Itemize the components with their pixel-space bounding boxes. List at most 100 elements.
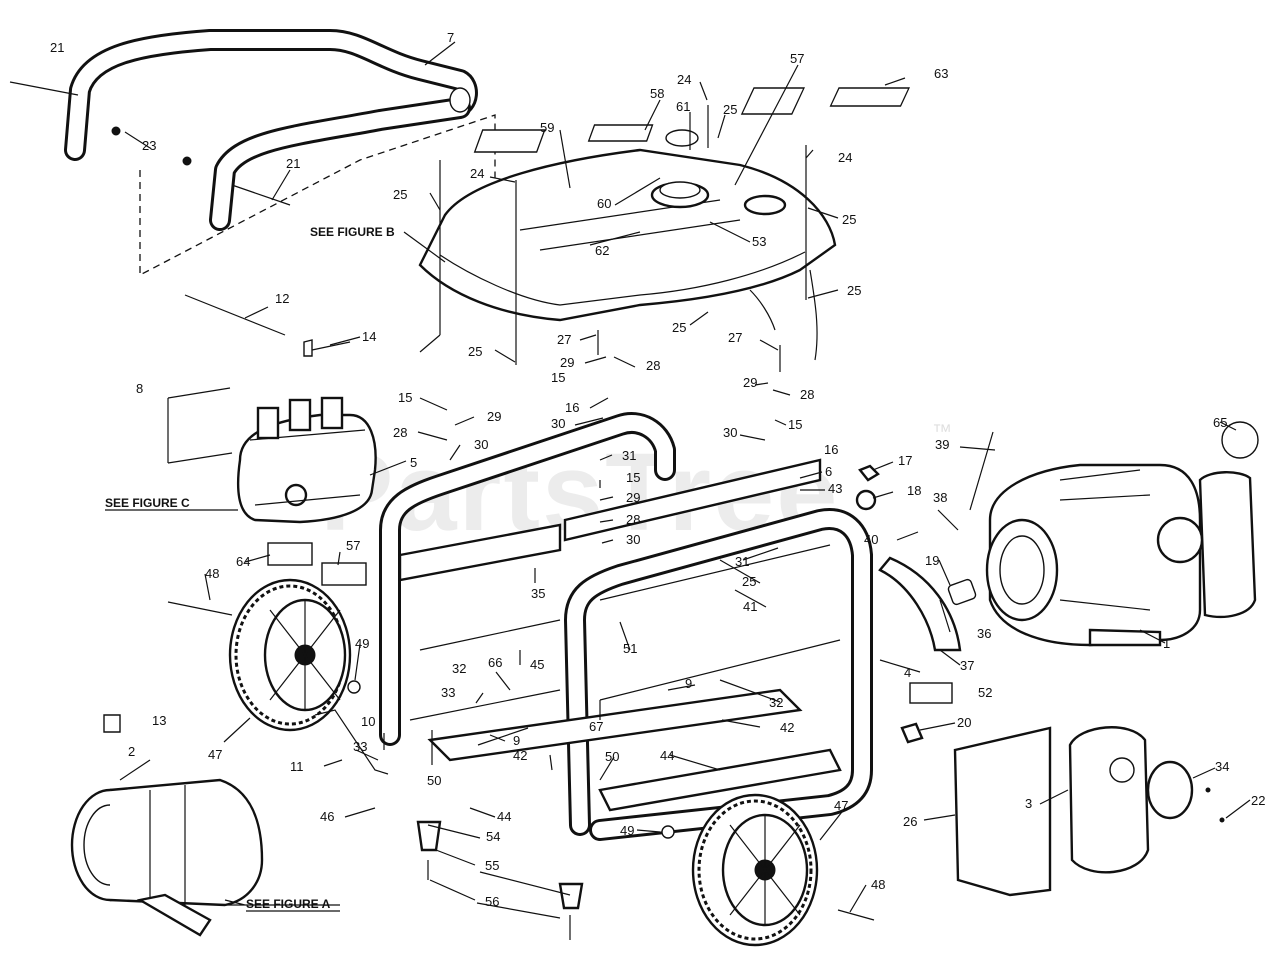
callout-33: 33: [441, 685, 455, 700]
callout-40: 40: [864, 532, 878, 547]
label-59: [473, 129, 546, 153]
callout-66: 66: [488, 655, 502, 670]
axle-bolt-48-left: [167, 601, 233, 616]
callout-2: 2: [128, 744, 135, 759]
see-figure-b-leader: [403, 231, 446, 263]
label-64: [267, 542, 313, 566]
see-figure-c: SEE FIGURE C: [105, 496, 190, 510]
callout-14: 14: [362, 329, 376, 344]
part-17: [858, 464, 880, 482]
screw-34-a: [1205, 787, 1211, 793]
rod-12: [184, 294, 286, 336]
callout-57: 57: [346, 538, 360, 553]
callout-60: 60: [597, 196, 611, 211]
callout-56: 56: [485, 894, 499, 909]
callout-32: 32: [769, 695, 783, 710]
wheel-right-part: [691, 793, 819, 947]
callout-34: 34: [1215, 759, 1229, 774]
callout-26: 26: [903, 814, 917, 829]
callout-29: 29: [743, 375, 757, 390]
callout-16: 16: [824, 442, 838, 457]
callout-50: 50: [605, 749, 619, 764]
cap-65: [1221, 421, 1259, 459]
callout-25: 25: [842, 212, 856, 227]
heat-shield-26: [953, 726, 1052, 897]
washer-49-left: [347, 680, 361, 694]
alternator-part: [70, 778, 264, 937]
callout-41: 41: [743, 599, 757, 614]
callout-28: 28: [646, 358, 660, 373]
callout-58: 58: [650, 86, 664, 101]
callout-32: 32: [452, 661, 466, 676]
callout-39: 39: [935, 437, 949, 452]
callout-24: 24: [838, 150, 852, 165]
wheel-left-part: [228, 578, 352, 732]
callout-24: 24: [470, 166, 484, 181]
callout-28: 28: [393, 425, 407, 440]
engine-part: [985, 463, 1257, 647]
callout-31: 31: [622, 448, 636, 463]
callout-59: 59: [540, 120, 554, 135]
callout-13: 13: [152, 713, 166, 728]
callout-37: 37: [960, 658, 974, 673]
nut-23-b: [182, 156, 192, 166]
callout-19: 19: [925, 553, 939, 568]
callout-45: 45: [530, 657, 544, 672]
callout-12: 12: [275, 291, 289, 306]
callout-30: 30: [626, 532, 640, 547]
callout-46: 46: [320, 809, 334, 824]
callout-24: 24: [677, 72, 691, 87]
callout-9: 9: [685, 676, 692, 691]
callout-49: 49: [620, 823, 634, 838]
screw-22: [1219, 817, 1225, 823]
callout-55: 55: [485, 858, 499, 873]
label-63: [829, 87, 910, 107]
screw-8-a: [167, 387, 231, 399]
gasket-19: [947, 578, 977, 606]
frame-part: [379, 412, 873, 841]
screw-8-b: [167, 452, 233, 464]
callout-15: 15: [398, 390, 412, 405]
callout-62: 62: [595, 243, 609, 258]
callout-43: 43: [828, 481, 842, 496]
callout-48: 48: [871, 877, 885, 892]
label-57-top: [740, 87, 805, 115]
callout-67: 67: [589, 719, 603, 734]
callout-27: 27: [557, 332, 571, 347]
callout-28: 28: [800, 387, 814, 402]
callout-3: 3: [1025, 796, 1032, 811]
callout-1: 1: [1163, 636, 1170, 651]
callout-9: 9: [513, 733, 520, 748]
handle-dashed-guide: [139, 114, 496, 277]
leader-lines: [119, 41, 1251, 919]
callout-11: 11: [290, 759, 304, 774]
callout-21: 21: [50, 40, 64, 55]
callout-5: 5: [410, 455, 417, 470]
callout-53: 53: [752, 234, 766, 249]
callout-47: 47: [834, 798, 848, 813]
axle-bolt-48-right: [837, 909, 875, 921]
callout-64: 64: [236, 554, 250, 569]
callout-54: 54: [486, 829, 500, 844]
watermark-trademark: ™: [932, 421, 952, 443]
callout-29: 29: [560, 355, 574, 370]
callout-47: 47: [208, 747, 222, 762]
callout-30: 30: [474, 437, 488, 452]
callout-16: 16: [565, 400, 579, 415]
callout-18: 18: [907, 483, 921, 498]
muffler-outlet: [1109, 757, 1135, 783]
callout-25: 25: [847, 283, 861, 298]
rod-11: [314, 709, 389, 775]
fastener-14-shaft: [311, 341, 351, 351]
callout-17: 17: [898, 453, 912, 468]
callout-30: 30: [723, 425, 737, 440]
callout-23: 23: [142, 138, 156, 153]
callout-15: 15: [626, 470, 640, 485]
callout-labels: 21 7 23 21 24 58 57 63 59 61 25 24 24 25…: [50, 30, 1265, 909]
callout-35: 35: [531, 586, 545, 601]
callout-63: 63: [934, 66, 948, 81]
grommet-18: [855, 489, 877, 511]
callout-29: 29: [487, 409, 501, 424]
handle-part: [64, 29, 478, 231]
